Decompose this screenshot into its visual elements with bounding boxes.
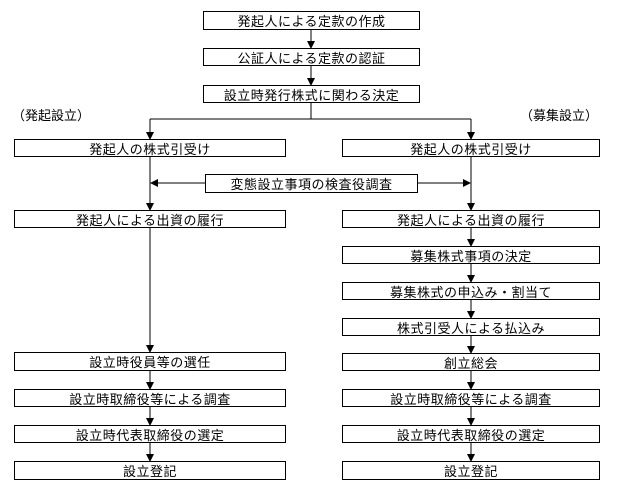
right-step-9: 設立登記 [342,461,600,480]
right-step-6-label: 創立総会 [443,356,498,372]
right-step-1: 発起人の株式引受け [342,139,600,158]
left-step-2: 発起人による出資の履行 [14,210,286,229]
right-step-4-label: 募集株式の申込み・割当て [389,285,552,301]
right-step-5: 株式引受人による払込み [342,318,600,337]
right-step-6: 創立総会 [342,353,600,372]
right-step-4: 募集株式の申込み・割当て [342,282,600,301]
right-step-2: 発起人による出資の履行 [342,210,600,229]
left-step-6-label: 設立登記 [122,465,177,480]
left-heading: （発起設立） [12,109,91,124]
left-step-6: 設立登記 [14,461,286,480]
left-step-1: 発起人の株式引受け [14,139,286,158]
step-notarization-label: 公証人による定款の認証 [237,51,386,67]
left-step-2-label: 発起人による出資の履行 [75,213,225,229]
investigation-label: 変態設立事項の検査役調査 [230,178,393,193]
left-step-3-label: 設立時役員等の選任 [89,356,211,371]
right-step-8-label: 設立時代表取締役の選定 [396,428,546,444]
left-step-5: 設立時代表取締役の選定 [14,425,286,444]
right-step-3-label: 募集株式事項の決定 [410,249,532,265]
right-step-7-label: 設立時取締役等による調査 [390,392,552,408]
left-step-5-label: 設立時代表取締役の選定 [75,428,225,444]
right-step-9-label: 設立登記 [443,465,498,480]
left-step-4: 設立時取締役等による調査 [14,389,286,408]
left-step-1-label: 発起人の株式引受け [89,142,211,158]
right-step-1-label: 発起人の株式引受け [410,142,532,158]
step-issued-shares-decision-label: 設立時発行株式に関わる決定 [223,88,400,104]
left-step-4-label: 設立時取締役等による調査 [69,392,231,408]
left-step-3: 設立時役員等の選任 [14,352,286,371]
step-notarization: 公証人による定款の認証 [203,48,420,67]
right-heading: （募集設立） [520,109,599,124]
step-articles-creation-label: 発起人による定款の作成 [237,15,386,30]
investigation-box: 変態設立事項の検査役調査 [205,174,418,193]
step-articles-creation: 発起人による定款の作成 [203,11,420,30]
right-step-8: 設立時代表取締役の選定 [342,425,600,444]
right-step-3: 募集株式事項の決定 [342,246,600,265]
right-step-7: 設立時取締役等による調査 [342,389,600,408]
right-step-2-label: 発起人による出資の履行 [396,213,546,229]
right-step-5-label: 株式引受人による払込み [396,321,546,337]
step-issued-shares-decision: 設立時発行株式に関わる決定 [203,85,420,104]
